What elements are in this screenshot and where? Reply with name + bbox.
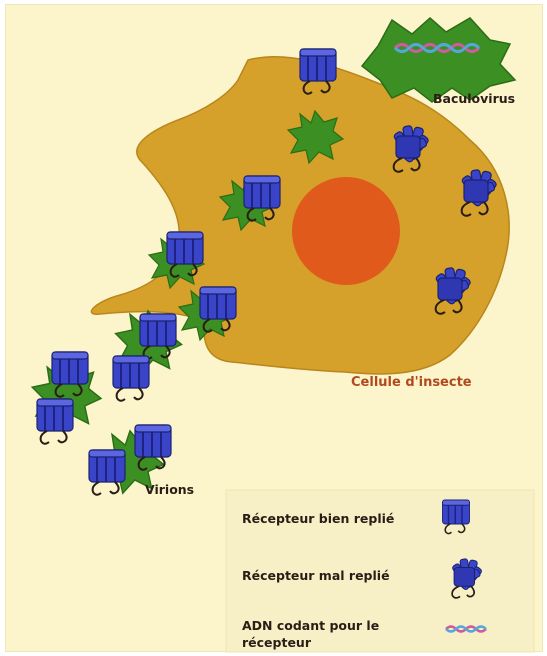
- folded-receptor-icon: [37, 399, 73, 444]
- cell-label: Cellule d'insecte: [351, 375, 472, 390]
- folded-receptor-icon: [89, 450, 125, 495]
- legend-dna-label: ADN codant pour le récepteur: [242, 617, 402, 651]
- legend-folded-label: Récepteur bien replié: [242, 510, 394, 527]
- baculovirus-label: Baculovirus: [433, 91, 515, 106]
- nucleus: [292, 177, 400, 285]
- legend-misfolded-label: Récepteur mal replié: [242, 567, 390, 584]
- folded-receptor-icon: [113, 356, 149, 401]
- virions-label: Virions: [145, 482, 194, 497]
